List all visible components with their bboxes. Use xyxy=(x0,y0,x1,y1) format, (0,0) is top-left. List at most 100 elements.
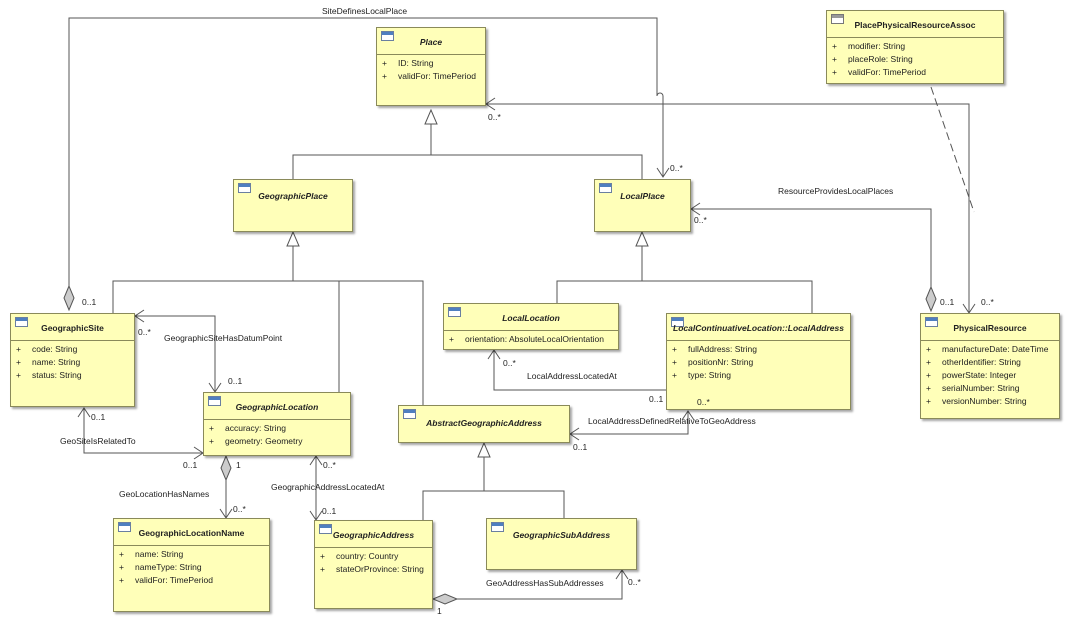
multiplicity: 0..* xyxy=(697,397,710,407)
attribute-list: +orientation: AbsoluteLocalOrientation xyxy=(444,331,618,347)
class-local-location[interactable]: LocalLocation +orientation: AbsoluteLoca… xyxy=(443,303,619,350)
assoc-label-address-located: GeographicAddressLocatedAt xyxy=(271,482,385,492)
arrow-local-location xyxy=(487,349,501,360)
class-name: Place xyxy=(419,37,443,47)
multiplicity: 1 xyxy=(236,460,241,470)
attribute-list: +code: String +name: String +status: Str… xyxy=(11,341,134,383)
multiplicity: 0..1 xyxy=(228,376,243,386)
arrow-localplace xyxy=(690,202,701,216)
arrow-site-defines xyxy=(656,167,670,178)
class-abstract-geographic-address[interactable]: AbstractGeographicAddress xyxy=(398,405,570,443)
class-name: GeographicAddress xyxy=(332,530,415,540)
attribute: +placeRole: String xyxy=(832,54,913,64)
gen-arrow-place xyxy=(424,108,438,125)
assoc-site-related xyxy=(83,408,203,454)
assoc-class-link xyxy=(930,86,975,213)
assoc-resource-provides xyxy=(691,208,932,287)
gen-arrow-abstract xyxy=(477,441,491,458)
class-geographic-site[interactable]: GeographicSite +code: String +name: Stri… xyxy=(10,313,135,407)
multiplicity: 0..1 xyxy=(183,460,198,470)
assoc-label-site-related: GeoSiteIsRelatedTo xyxy=(60,436,136,446)
attribute-list: +manufactureDate: DateTime +otherIdentif… xyxy=(921,341,1059,409)
class-geographic-site-header: GeographicSite xyxy=(11,314,134,341)
attribute: +validFor: TimePeriod xyxy=(382,71,476,81)
class-icon xyxy=(208,396,221,406)
attribute: +name: String xyxy=(16,357,81,367)
assoc-site-defines-hop xyxy=(656,92,664,97)
multiplicity: 0..* xyxy=(503,358,516,368)
class-local-location-header: LocalLocation xyxy=(444,304,618,331)
class-name: GeographicPlace xyxy=(258,191,328,201)
multiplicity: 0..* xyxy=(323,460,336,470)
class-name: LocalContinuativeLocation::LocalAddress xyxy=(673,323,844,333)
assoc-datum-point xyxy=(135,315,216,392)
attribute: +orientation: AbsoluteLocalOrientation xyxy=(449,334,604,344)
multiplicity: 0..1 xyxy=(91,412,106,422)
attribute: +name: String xyxy=(119,549,184,559)
class-icon xyxy=(381,31,394,41)
class-geographic-location[interactable]: GeographicLocation +accuracy: String +ge… xyxy=(203,392,351,456)
class-name: GeographicSubAddress xyxy=(512,530,611,540)
class-icon xyxy=(491,522,504,532)
assoc-local-address-relative xyxy=(570,411,689,435)
class-geographic-subaddress[interactable]: GeographicSubAddress xyxy=(486,518,637,570)
assoc-label-local-address-relative: LocalAddressDefinedRelativeToGeoAddress xyxy=(588,416,756,426)
class-subaddress-header: GeographicSubAddress xyxy=(487,519,636,569)
class-abstract-address-header: AbstractGeographicAddress xyxy=(399,406,569,442)
diamond-site-defines xyxy=(63,284,75,312)
multiplicity: 0..1 xyxy=(573,442,588,452)
attribute: +validFor: TimePeriod xyxy=(119,575,213,585)
class-icon xyxy=(925,317,938,327)
class-local-continuative-location[interactable]: LocalContinuativeLocation::LocalAddress … xyxy=(666,313,851,410)
assoc-label-sub-addresses: GeoAddressHasSubAddresses xyxy=(486,578,604,588)
attribute: +otherIdentifier: String xyxy=(926,357,1021,367)
assoc-local-address-located xyxy=(493,350,669,391)
arrow-related-site xyxy=(77,407,91,418)
attribute: +modifier: String xyxy=(832,41,906,51)
multiplicity: 0..* xyxy=(628,577,641,587)
diamond-sub-addresses xyxy=(431,593,459,605)
class-icon xyxy=(319,524,332,534)
attribute: +positionNr: String xyxy=(672,357,754,367)
multiplicity: 0..* xyxy=(981,297,994,307)
class-name: LocalPlace xyxy=(620,191,665,201)
class-assoc-header: PlacePhysicalResourceAssoc xyxy=(827,11,1003,38)
gen-line-abstract xyxy=(422,457,565,520)
class-local-continuative-header: LocalContinuativeLocation::LocalAddress xyxy=(667,314,850,341)
attribute-list: +name: String +nameType: String +validFo… xyxy=(114,546,269,588)
arrow-continuative xyxy=(681,410,695,421)
class-name: AbstractGeographicAddress xyxy=(426,418,542,428)
attribute: +validFor: TimePeriod xyxy=(832,67,926,77)
arrow-abstract xyxy=(569,427,580,441)
class-local-place[interactable]: LocalPlace xyxy=(594,179,691,232)
assoc-label-local-address-located: LocalAddressLocatedAt xyxy=(527,371,617,381)
class-icon xyxy=(448,307,461,317)
attribute: +code: String xyxy=(16,344,78,354)
class-geographic-location-name[interactable]: GeographicLocationName +name: String +na… xyxy=(113,518,270,612)
class-place-physical-resource-assoc[interactable]: PlacePhysicalResourceAssoc +modifier: St… xyxy=(826,10,1004,84)
class-icon xyxy=(403,409,416,419)
multiplicity: 0..1 xyxy=(940,297,955,307)
assoc-label-datum-point: GeographicSiteHasDatumPoint xyxy=(164,333,283,343)
class-physical-resource[interactable]: PhysicalResource +manufactureDate: DateT… xyxy=(920,313,1060,419)
class-geographic-place[interactable]: GeographicPlace xyxy=(233,179,353,232)
class-local-place-header: LocalPlace xyxy=(595,180,690,231)
attribute: +country: Country xyxy=(320,551,399,561)
multiplicity: 0..* xyxy=(670,163,683,173)
attribute: +status: String xyxy=(16,370,82,380)
class-name: GeographicLocationName xyxy=(138,528,245,538)
class-geographic-location-header: GeographicLocation xyxy=(204,393,350,420)
gen-line-place xyxy=(292,124,643,180)
class-name: GeographicSite xyxy=(41,323,104,333)
diamond-location-names xyxy=(220,454,232,482)
multiplicity: 0..* xyxy=(138,327,151,337)
class-name: PhysicalResource xyxy=(953,323,1027,333)
assoc-label-site-defines: SiteDefinesLocalPlace xyxy=(322,6,408,16)
attribute: +fullAddress: String xyxy=(672,344,757,354)
class-place[interactable]: Place +ID: String +validFor: TimePeriod xyxy=(376,27,486,106)
class-geographic-address[interactable]: GeographicAddress +country: Country +sta… xyxy=(314,520,433,609)
attribute-list: +fullAddress: String +positionNr: String… xyxy=(667,341,850,383)
assoc-label-resource-provides: ResourceProvidesLocalPlaces xyxy=(778,186,894,196)
class-icon xyxy=(238,183,251,193)
